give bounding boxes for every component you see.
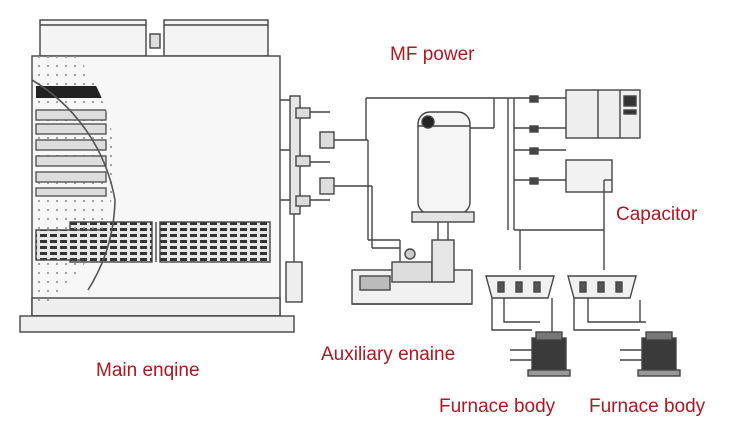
grille-panel-right [159, 221, 271, 263]
auxiliary-engine-unit [351, 98, 495, 305]
furnace-body-label-2: Furnace body [589, 396, 706, 417]
furnace-body-label-1: Furnace body [439, 396, 556, 417]
mf-power-section [507, 89, 641, 270]
main-engine-label: Main enqine [96, 360, 200, 381]
capacitor-cabinet [565, 159, 613, 193]
tower-side-piping [280, 95, 311, 303]
furnace-body-1 [510, 331, 571, 377]
coolant-pipes [310, 97, 508, 249]
mf-power-label: MF power [390, 44, 475, 65]
furnace-section [485, 275, 681, 377]
main-engine-unit [19, 19, 311, 333]
heat-exchanger-coils [35, 109, 107, 197]
auxiliary-engine-label: Auxiliary enaine [321, 344, 456, 365]
furnace-body-2 [620, 331, 681, 377]
fan-box-left [39, 19, 147, 57]
capacitor-label: Capacitor [616, 204, 698, 225]
fan-box-right [163, 19, 269, 57]
